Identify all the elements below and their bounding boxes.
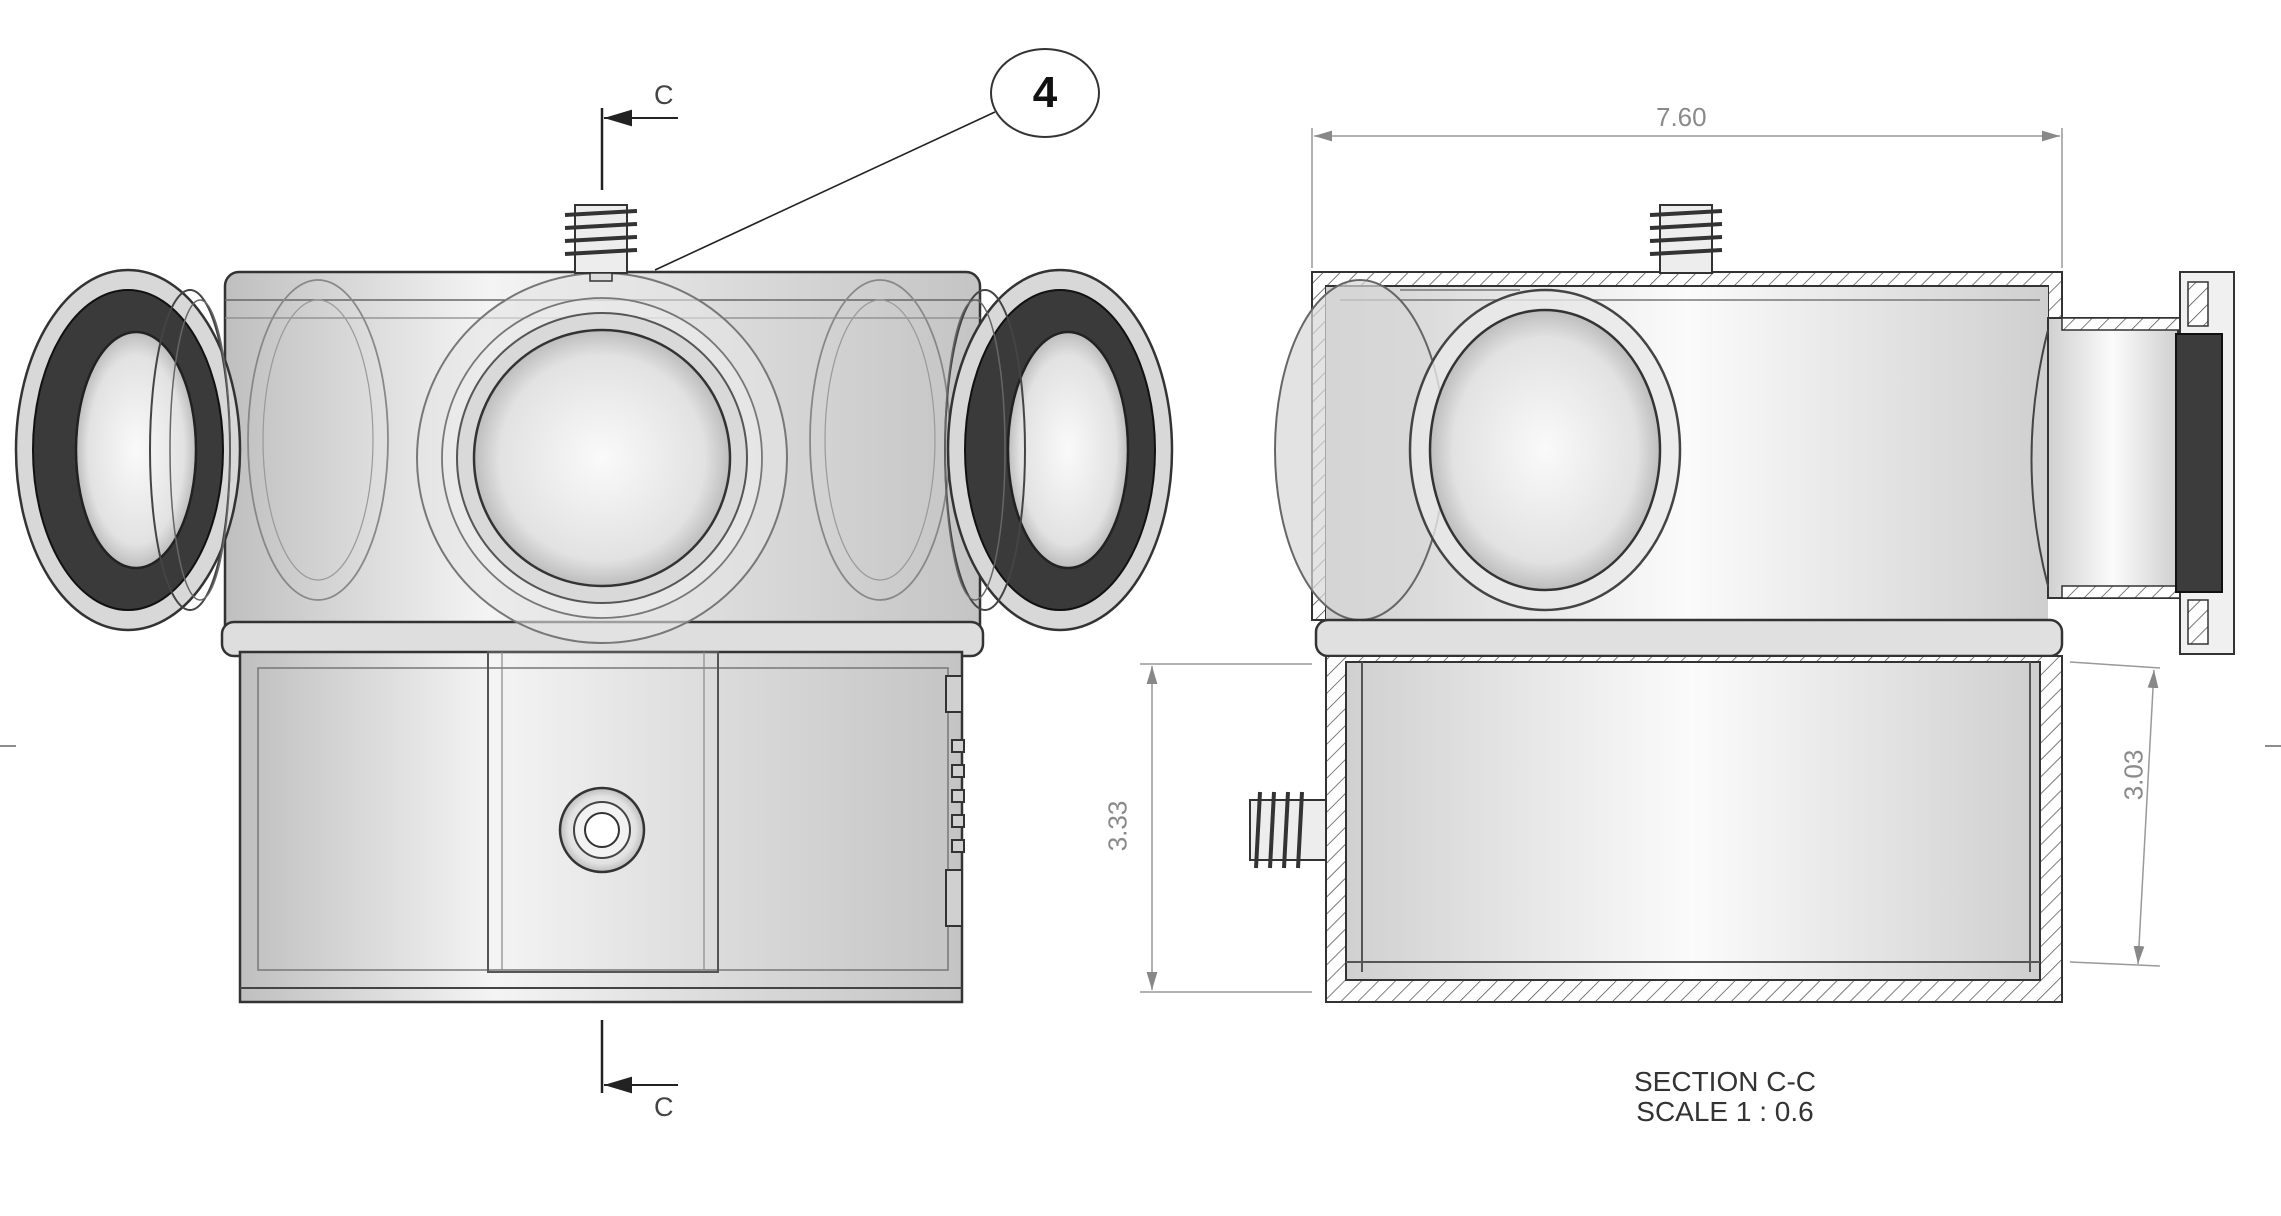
dimension-overall-width-label: 7.60 xyxy=(1656,102,1707,132)
section-line-bottom xyxy=(600,1020,678,1094)
section-inlet-bore xyxy=(1274,279,1682,621)
section-view xyxy=(1249,204,2235,1003)
front-view xyxy=(14,108,1174,1094)
section-caption-scale: SCALE 1 : 0.6 xyxy=(1636,1096,1814,1127)
section-caption-title: SECTION C-C xyxy=(1634,1066,1816,1097)
item-balloon: 4 xyxy=(990,48,1100,138)
left-inlet-gasket xyxy=(14,268,242,632)
section-caption: SECTION C-C SCALE 1 : 0.6 xyxy=(1575,1067,1875,1127)
section-outlet xyxy=(2030,271,2235,655)
balloon-leader xyxy=(654,111,996,271)
top-threaded-nipple xyxy=(564,204,638,282)
dimension-outer-height-label: 3.33 xyxy=(1102,800,1133,852)
item-balloon-number: 4 xyxy=(1032,68,1058,117)
section-marker-bottom: C xyxy=(654,1092,674,1122)
section-line-top xyxy=(600,108,678,190)
dimension-overall-width xyxy=(1311,128,2063,268)
section-collar xyxy=(1314,618,2064,658)
side-clips xyxy=(945,675,965,927)
dimension-inner-height-label: 3.03 xyxy=(2118,749,2149,801)
dimension-inner-height xyxy=(2069,661,2161,967)
section-side-nipple xyxy=(1249,791,1327,869)
front-panel xyxy=(487,651,719,973)
central-port-bore xyxy=(472,328,732,588)
section-marker-top: C xyxy=(654,80,674,110)
right-outlet-gasket xyxy=(944,268,1174,632)
dimension-outer-height xyxy=(1140,663,1312,993)
section-top-nipple xyxy=(1649,204,1723,274)
